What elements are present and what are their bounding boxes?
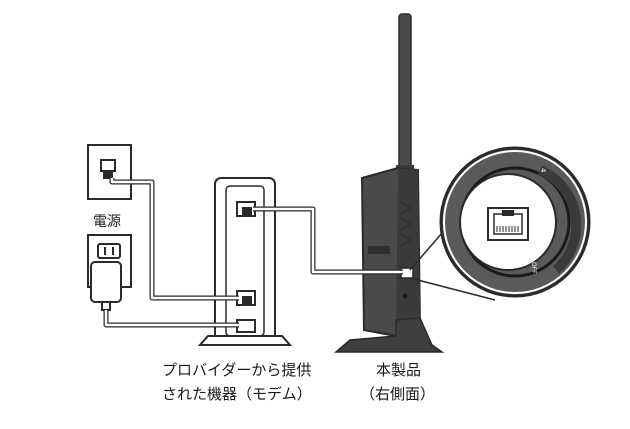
power-adapter-icon: [90, 261, 122, 311]
cables: [103, 178, 403, 328]
power-label: 電源: [93, 214, 121, 230]
port-label: INTERNET: [539, 208, 546, 238]
modem-device: [197, 177, 293, 346]
lan-port-icon: [487, 207, 529, 241]
router-label-line1: 本製品: [376, 361, 422, 379]
router-label-line2: （右側面）: [360, 385, 436, 403]
port-label-partial-4: 4: [539, 168, 547, 173]
phone-jack-icon: [87, 144, 132, 200]
port-label-partial: OFF: [530, 262, 537, 274]
power-outlet-icon: [87, 234, 132, 288]
modem-label-line2: された機器（モデム）: [162, 385, 312, 403]
router-device: [333, 13, 445, 353]
modem-label-line1: プロバイダーから提供: [162, 361, 312, 379]
